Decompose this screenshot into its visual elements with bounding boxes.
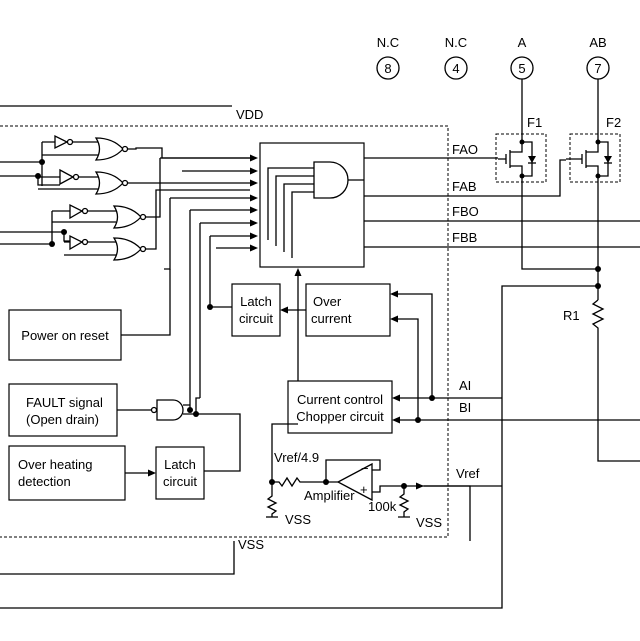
latch-circuit-2 xyxy=(155,446,205,500)
signal-fbb: FBB xyxy=(452,230,477,245)
signal-fbo: FBO xyxy=(452,204,479,219)
vref-div-label: Vref/4.9 xyxy=(274,450,319,465)
amplifier-triangle xyxy=(336,462,373,502)
overheat-line1: Over heating xyxy=(18,457,92,472)
signal-fao: FAO xyxy=(452,142,478,157)
fault-nand-gate xyxy=(156,399,184,421)
vss-rail xyxy=(0,541,235,575)
power-on-reset-label: Power on reset xyxy=(21,328,109,343)
ic-boundary xyxy=(0,125,449,538)
vdd-label: VDD xyxy=(236,107,263,122)
vss-rail-label: VSS xyxy=(238,537,264,552)
latch-circuit-1 xyxy=(231,283,281,337)
latch2-line1: Latch xyxy=(164,457,196,472)
amplifier-block: − + Amplifier Vref/4.9 VSS 100k VSS Vref xyxy=(266,423,502,541)
over-current-block xyxy=(305,283,391,337)
input-logic xyxy=(0,134,250,261)
pin-label: AB xyxy=(589,35,606,50)
f1-label: F1 xyxy=(527,115,542,130)
f2-label: F2 xyxy=(606,115,621,130)
pin-number: 4 xyxy=(452,61,459,76)
svg-text:−: − xyxy=(361,461,369,476)
overheat-line2: detection xyxy=(18,474,71,489)
signal-ai: AI xyxy=(459,378,471,393)
signal-fab: FAB xyxy=(452,179,477,194)
pin-nc-8: N.C 8 xyxy=(376,35,400,80)
pin-ab-7: AB 7 xyxy=(586,35,610,80)
amplifier-label: Amplifier xyxy=(304,488,355,503)
current-control-line1: Current control xyxy=(297,392,383,407)
resistor-r1: R1 xyxy=(563,299,640,462)
main-logic-block xyxy=(259,142,365,268)
resistor-100k-label: 100k xyxy=(368,499,397,514)
fault-line2: (Open drain) xyxy=(26,412,99,427)
pin-number: 7 xyxy=(594,61,601,76)
latch1-line2: circuit xyxy=(239,311,273,326)
fault-line1: FAULT signal xyxy=(26,395,103,410)
pin-a-5: A 5 xyxy=(510,35,534,80)
over-current-line2: current xyxy=(311,311,352,326)
pin-label: N.C xyxy=(377,35,399,50)
current-control-block xyxy=(287,380,393,434)
vss-label-1: VSS xyxy=(285,512,311,527)
current-control-line2: Chopper circuit xyxy=(296,409,384,424)
signal-bi: BI xyxy=(459,400,471,415)
fault-signal-block xyxy=(8,383,118,437)
pin-label: N.C xyxy=(445,35,467,50)
r1-label: R1 xyxy=(563,308,580,323)
signal-vref: Vref xyxy=(456,466,480,481)
pin-label: A xyxy=(518,35,527,50)
power-on-reset-block xyxy=(8,309,122,361)
over-heating-block xyxy=(8,445,126,501)
pin-nc-4: N.C 4 xyxy=(444,35,468,80)
latch1-line1: Latch xyxy=(240,294,272,309)
pin-number: 8 xyxy=(384,61,391,76)
fet-f2: F2 xyxy=(566,79,621,300)
fet-f1: F1 xyxy=(495,79,598,270)
over-current-line1: Over xyxy=(313,294,342,309)
svg-text:+: + xyxy=(360,482,368,497)
latch2-line2: circuit xyxy=(163,474,197,489)
vss-label-2: VSS xyxy=(416,515,442,530)
pin-number: 5 xyxy=(518,61,525,76)
and-gate xyxy=(313,161,349,199)
